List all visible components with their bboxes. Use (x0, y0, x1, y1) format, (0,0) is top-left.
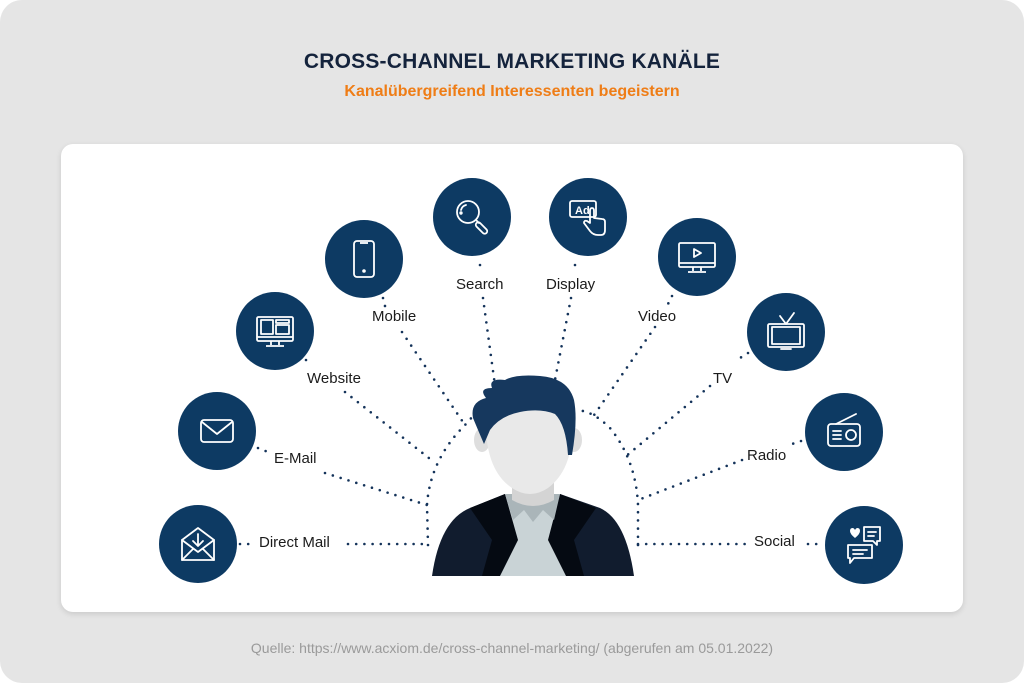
channel-label-search: Search (456, 276, 504, 293)
channel-node-mobile (325, 220, 403, 298)
monitor-play-icon (678, 242, 716, 273)
page-subtitle: Kanalübergreifend Interessenten begeiste… (344, 83, 680, 100)
chat-heart-icon (847, 526, 881, 564)
page-title: CROSS-CHANNEL MARKETING KANÄLE (303, 50, 721, 73)
tv-antenna-icon (767, 312, 805, 350)
magnifier-icon (456, 200, 489, 235)
open-envelope-download-icon (181, 527, 215, 561)
channel-node-display: Ad (549, 178, 627, 256)
envelope-icon (200, 419, 234, 443)
channel-node-website (236, 292, 314, 370)
channel-node-direct-mail (159, 505, 237, 583)
channel-label-video: Video (638, 308, 677, 325)
channel-node-social (825, 506, 903, 584)
ad-click-icon: Ad (569, 200, 606, 236)
channel-label-email: E-Mail (274, 450, 317, 467)
svg-text:Ad: Ad (575, 205, 590, 217)
channel-label-radio: Radio (747, 447, 787, 464)
channel-label-display: Display (546, 276, 596, 293)
person-avatar-icon (432, 375, 634, 576)
desktop-website-icon (256, 316, 294, 347)
channel-label-social: Social (754, 533, 795, 550)
radio-icon (827, 413, 861, 447)
smartphone-icon (353, 240, 375, 278)
channel-node-radio (805, 393, 883, 471)
channel-node-tv (747, 293, 825, 371)
channel-label-direct-mail: Direct Mail (259, 534, 330, 551)
channel-node-search (433, 178, 511, 256)
channel-label-mobile: Mobile (372, 308, 417, 325)
channel-node-email (178, 392, 256, 470)
source-citation: Quelle: https://www.acxiom.de/cross-chan… (250, 640, 774, 656)
channel-node-video (658, 218, 736, 296)
channel-label-tv: TV (713, 370, 733, 387)
channel-label-website: Website (307, 370, 361, 387)
